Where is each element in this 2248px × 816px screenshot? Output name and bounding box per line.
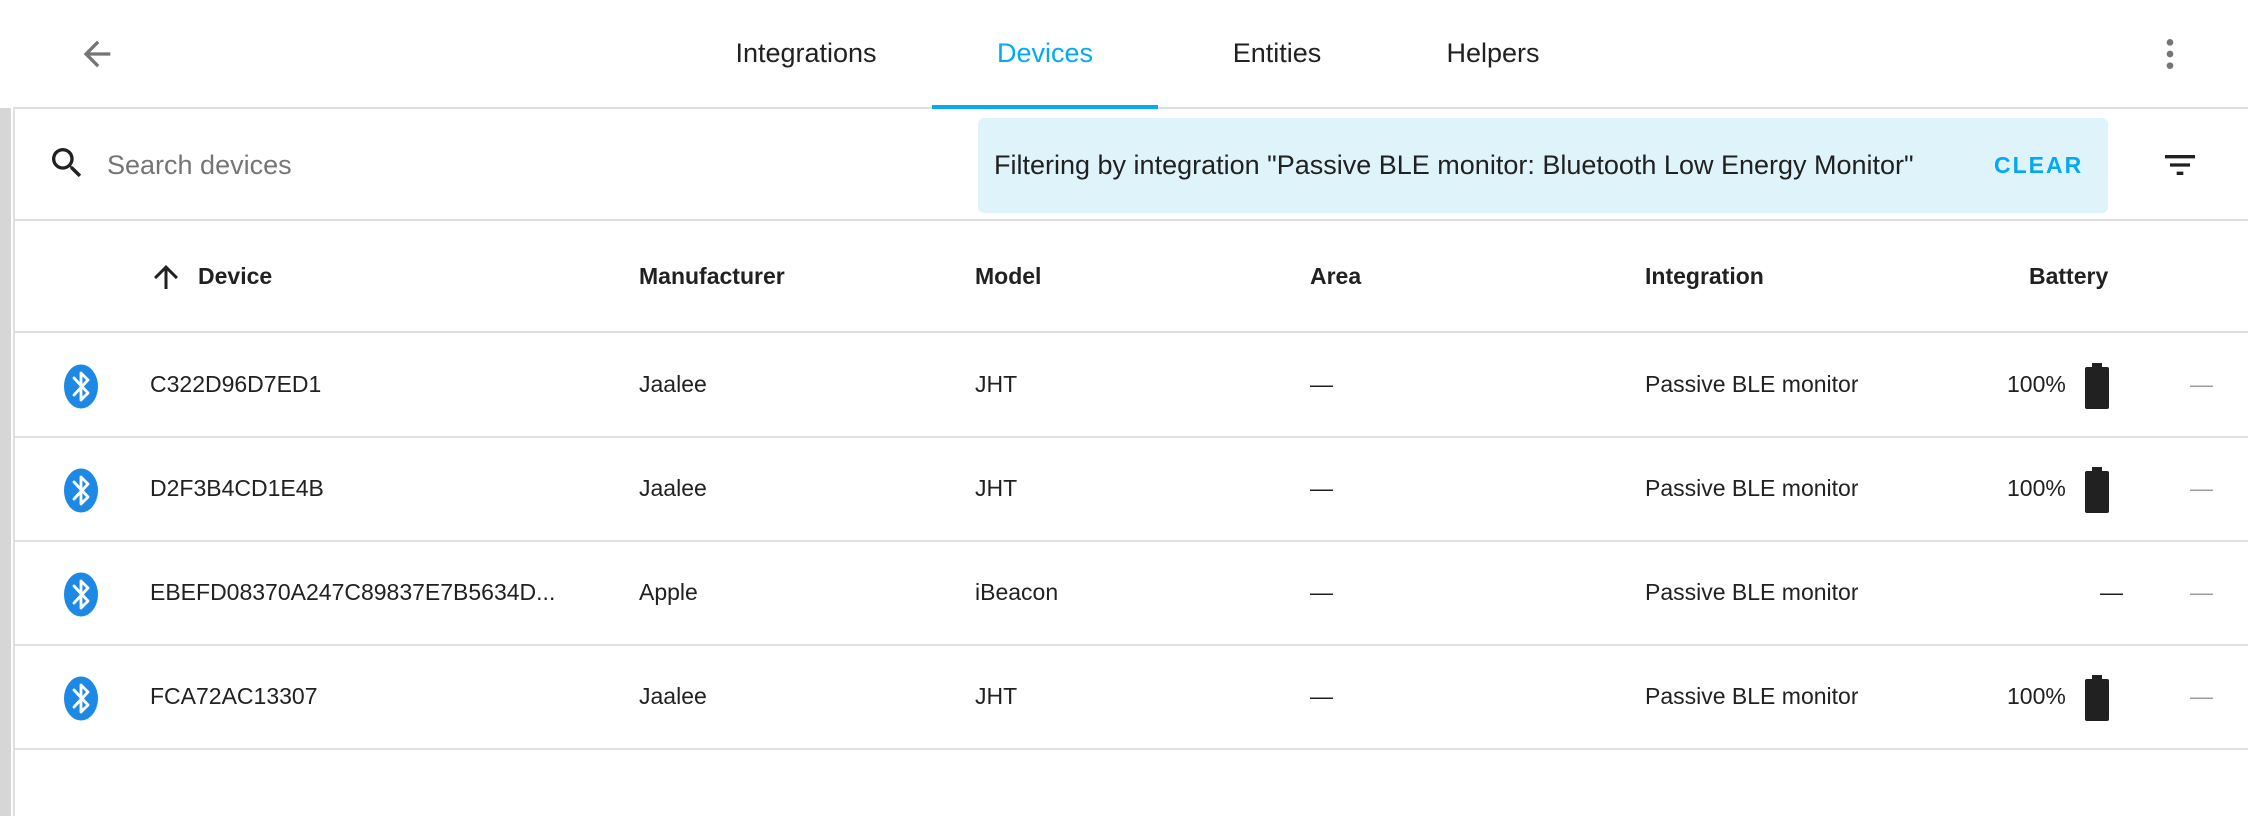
extra-column-cell: — bbox=[2190, 579, 2213, 605]
model-cell: iBeacon bbox=[975, 579, 1059, 605]
battery-level: 100% bbox=[2007, 475, 2066, 501]
area-cell: — bbox=[1310, 579, 1333, 605]
integration-cell: Passive BLE monitor bbox=[1645, 683, 1859, 709]
top-app-bar: Integrations Devices Entities Helpers bbox=[13, 0, 2248, 109]
tab-label: Helpers bbox=[1446, 38, 1540, 68]
search-input[interactable] bbox=[105, 139, 869, 191]
model-cell: JHT bbox=[975, 475, 1018, 501]
device-name: D2F3B4CD1E4B bbox=[150, 475, 324, 501]
tab-integrations[interactable]: Integrations bbox=[706, 0, 906, 107]
battery-level: 100% bbox=[2007, 683, 2066, 709]
search-icon bbox=[52, 148, 82, 178]
column-header-area[interactable]: Area bbox=[1310, 263, 1362, 289]
tab-entities[interactable]: Entities bbox=[1192, 0, 1362, 107]
dots-vertical-icon bbox=[2166, 39, 2174, 69]
battery-full-icon bbox=[2085, 363, 2109, 409]
battery-level: — bbox=[2100, 579, 2123, 605]
tab-devices[interactable]: Devices bbox=[932, 0, 1158, 109]
extra-column-cell: — bbox=[2190, 475, 2213, 501]
manufacturer-cell: Jaalee bbox=[639, 475, 707, 501]
extra-column-cell: — bbox=[2190, 371, 2213, 397]
table-header: Device Manufacturer Model Area Integrati… bbox=[13, 221, 2248, 333]
manufacturer-cell: Jaalee bbox=[639, 683, 707, 709]
model-cell: JHT bbox=[975, 371, 1018, 397]
column-header-battery[interactable]: Battery bbox=[2029, 263, 2109, 289]
battery-full-icon bbox=[2085, 675, 2109, 721]
table-row[interactable]: FCA72AC13307 Jaalee JHT — Passive BLE monito… bbox=[13, 645, 2248, 750]
bluetooth-icon bbox=[64, 676, 98, 721]
column-header-manufacturer[interactable]: Manufacturer bbox=[639, 263, 785, 289]
back-button[interactable] bbox=[65, 22, 129, 86]
device-name: C322D96D7ED1 bbox=[150, 371, 322, 397]
area-cell: — bbox=[1310, 683, 1333, 709]
table-row[interactable]: D2F3B4CD1E4B Jaalee JHT — Passive BLE monito… bbox=[13, 437, 2248, 542]
active-filter-banner: Filtering by integration "Passive BLE mo… bbox=[978, 118, 2108, 213]
table-row[interactable]: EBEFD08370A247C89837E7B5634D... Apple iBea… bbox=[13, 541, 2248, 646]
arrow-left-icon bbox=[83, 40, 111, 68]
filter-icon[interactable] bbox=[2160, 145, 2200, 185]
left-edge bbox=[0, 0, 15, 816]
manufacturer-cell: Jaalee bbox=[639, 371, 707, 397]
column-header-model[interactable]: Model bbox=[975, 263, 1042, 289]
column-header-integration[interactable]: Integration bbox=[1645, 263, 1764, 289]
filter-description: Filtering by integration "Passive BLE mo… bbox=[994, 150, 1914, 180]
extra-column-cell: — bbox=[2190, 683, 2213, 709]
battery-full-icon bbox=[2085, 467, 2109, 513]
clear-filter-button[interactable]: CLEAR bbox=[1994, 152, 2084, 178]
manufacturer-cell: Apple bbox=[639, 579, 698, 605]
model-cell: JHT bbox=[975, 683, 1018, 709]
table-row[interactable]: C322D96D7ED1 Jaalee JHT — Passive BLE monito… bbox=[13, 333, 2248, 438]
bluetooth-icon bbox=[64, 572, 98, 617]
integration-cell: Passive BLE monitor bbox=[1645, 475, 1859, 501]
scrollbar[interactable] bbox=[0, 108, 11, 816]
tab-helpers[interactable]: Helpers bbox=[1408, 0, 1578, 107]
integration-cell: Passive BLE monitor bbox=[1645, 579, 1859, 605]
overflow-menu-button[interactable] bbox=[2142, 26, 2198, 82]
bluetooth-icon bbox=[64, 364, 98, 409]
tab-label: Devices bbox=[996, 38, 1094, 68]
search-bar: Filtering by integration "Passive BLE mo… bbox=[13, 109, 2248, 221]
active-tab-indicator bbox=[932, 105, 1158, 109]
integration-cell: Passive BLE monitor bbox=[1645, 371, 1859, 397]
device-name: FCA72AC13307 bbox=[150, 683, 318, 709]
area-cell: — bbox=[1310, 371, 1333, 397]
bluetooth-icon bbox=[64, 468, 98, 513]
battery-level: 100% bbox=[2007, 371, 2066, 397]
device-name: EBEFD08370A247C89837E7B5634D... bbox=[150, 579, 556, 605]
tab-label: Entities bbox=[1232, 38, 1322, 68]
area-cell: — bbox=[1310, 475, 1333, 501]
column-header-device[interactable]: Device bbox=[198, 263, 273, 289]
sort-ascending-icon[interactable] bbox=[148, 259, 184, 295]
tab-label: Integrations bbox=[735, 38, 877, 68]
